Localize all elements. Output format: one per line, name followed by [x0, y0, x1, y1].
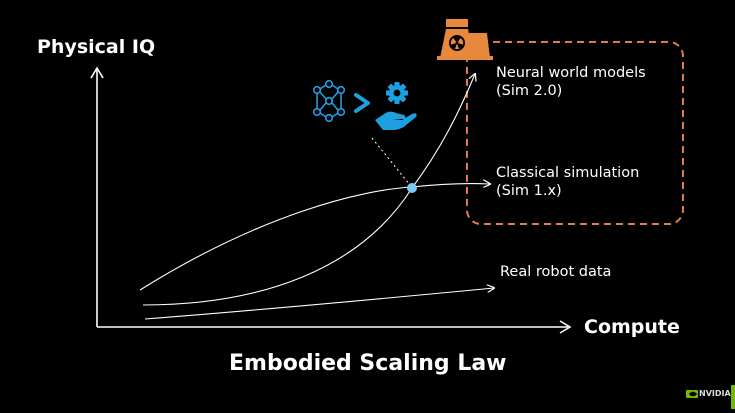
slide-title: Embodied Scaling Law: [229, 351, 507, 376]
x-axis-title: Compute: [584, 316, 680, 338]
x-axis-arrowhead: [559, 320, 572, 334]
neural-network-icon: [312, 79, 346, 123]
neural-world-models-name: Neural world models: [496, 65, 646, 81]
nvidia-logo-text: NVIDIA: [699, 389, 731, 398]
crossover-point: [407, 183, 417, 193]
classical-simulation-version: (Sim 1.x): [496, 183, 562, 199]
simulation-highlight-box: [466, 41, 684, 225]
classical-simulation-label: Classical simulation (Sim 1.x): [496, 164, 639, 200]
nuclear-power-plant-icon: [437, 19, 493, 60]
y-axis-arrowhead: [90, 66, 104, 79]
crossover-leader-line: [371, 137, 411, 186]
greater-than-icon: [354, 93, 370, 113]
nvidia-logo-mark: [686, 390, 698, 398]
neural-world-models-version: (Sim 2.0): [496, 83, 563, 99]
classical-simulation-curve: [139, 184, 490, 291]
neural-world-models-curve: [142, 74, 475, 306]
y-axis-title: Physical IQ: [37, 36, 156, 58]
real-robot-data-label: Real robot data: [500, 264, 612, 280]
corner-accent: [731, 385, 735, 409]
neural-world-models-label: Neural world models (Sim 2.0): [496, 64, 646, 100]
real-robot-data-curve: [144, 288, 494, 320]
gear-on-hand-icon: [375, 82, 417, 130]
classical-simulation-name: Classical simulation: [496, 165, 640, 181]
